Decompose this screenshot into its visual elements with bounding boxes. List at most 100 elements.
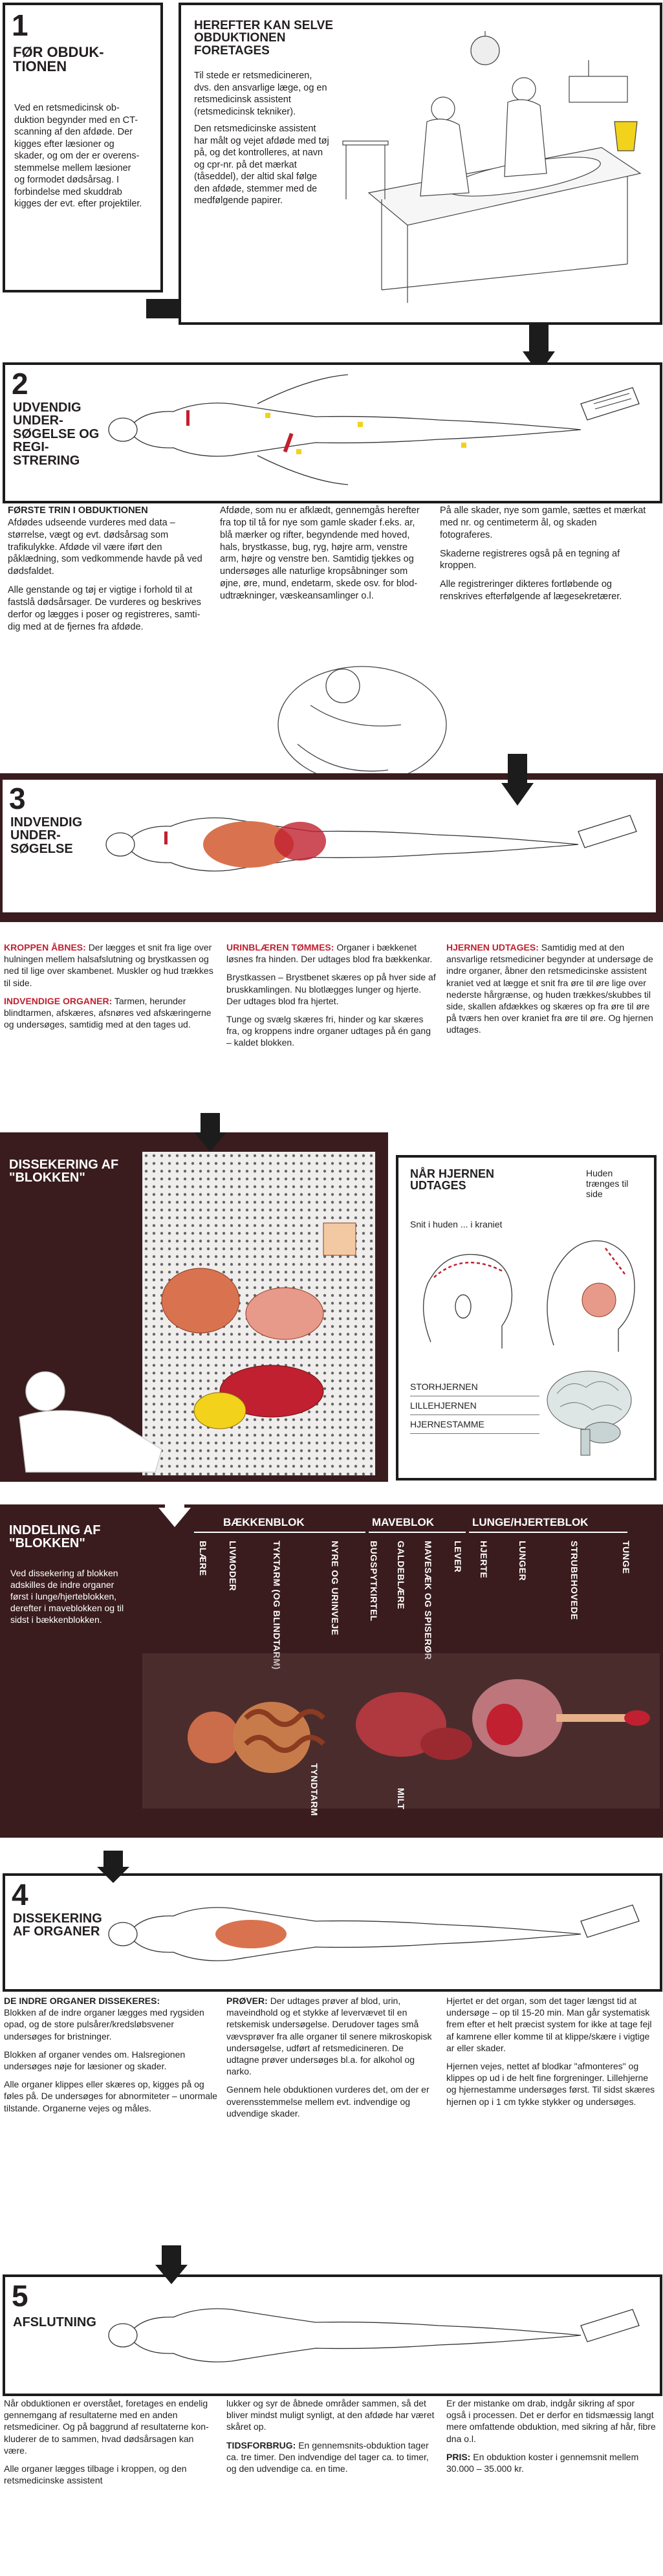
organ-nyre: NYRE OG URINVEJE bbox=[330, 1541, 340, 1636]
brain-labels: STORHJERNEN LILLEHJERNEN HJERNESTAMME bbox=[410, 1378, 539, 1434]
section-3-c1-block1: KROPPEN ÅBNES: Der lægges et snit fra li… bbox=[4, 941, 217, 989]
organ-galdeblaere: GALDEBLÆRE bbox=[396, 1541, 406, 1610]
section-5-c2-lead: TIDSFORBRUG: bbox=[226, 2439, 296, 2450]
section-4-c1-p2: Blokken af organer vendes om. Hals­regio… bbox=[4, 2049, 186, 2071]
section-3-title: INDVENDIG UNDER­SØGELSE bbox=[10, 815, 83, 856]
section-5-col-3: Er der mistanke om drab, indgår sik­ring… bbox=[446, 2397, 657, 2481]
section-2-col-3: På alle skader, nye som gamle, sættes et… bbox=[440, 505, 650, 610]
section-5-c2-p2: En gennemsnits-ob­duktion tager ca. tre … bbox=[226, 2439, 429, 2474]
toe-tag-icon-4 bbox=[580, 2309, 640, 2342]
arrow-down-icon bbox=[523, 322, 555, 374]
organ-tyndtarm: TYNDTARM bbox=[309, 1763, 320, 1816]
toe-tag-icon-2 bbox=[578, 815, 637, 848]
section-3-number: 3 bbox=[9, 782, 26, 815]
section-5-number: 5 bbox=[12, 2279, 28, 2313]
section-5-c2-block2: TIDSFORBRUG: En gennemsnits-ob­duktion t… bbox=[226, 2439, 437, 2475]
organ-bugspytkirtel: BUGSPYTKIRTEL bbox=[369, 1541, 379, 1622]
section-5-c3-block2: PRIS: En obduktion koster i gennem­snit … bbox=[446, 2451, 657, 2474]
arrow-down-icon-5 bbox=[97, 1851, 129, 1883]
brain-label-storhjernen: STORHJERNEN bbox=[410, 1378, 539, 1396]
section-3-col-2: URINBLÆREN TØMMES: Organer i bækkenet lø… bbox=[226, 941, 437, 1055]
section-4-c1-p3: Alle organer klippes eller skæres op, ki… bbox=[4, 2079, 217, 2113]
section-1-box: 1 FØR OBDUK­TIONEN Ved en retsmedicinsk … bbox=[3, 3, 163, 292]
section-4-c3-p1: Hjertet er det organ, som det tager læng… bbox=[446, 1996, 652, 2053]
section-3-col-3: HJERNEN UDTAGES: Samtidig med at den ans… bbox=[446, 941, 657, 1042]
section-3-c2-block1: URINBLÆREN TØMMES: Organer i bækkenet lø… bbox=[226, 941, 437, 965]
section-5-c1-p2: Alle organer lægges tilbage i krop­pen, … bbox=[4, 2463, 187, 2486]
section-5-col-1: Når obduktionen er overstået, foreta­ges… bbox=[4, 2397, 217, 2493]
section-5-c3-p1: Er der mistanke om drab, indgår sik­ring… bbox=[446, 2398, 656, 2444]
body-outline-icon-2 bbox=[108, 1907, 581, 1961]
section-4-c2-p1: Der udtages prøver af blod, urin, mavеin… bbox=[226, 1996, 432, 2077]
organ-blaere: BLÆRE bbox=[198, 1541, 208, 1576]
organ-tyktarm: TYKTARM (OG BLINDTARM) bbox=[272, 1541, 282, 1670]
brain-label-lillehjernen: LILLEHJERNEN bbox=[410, 1396, 539, 1415]
organ-block-illustration bbox=[142, 1653, 660, 1809]
brain-snit-label: Snit i huden ... i kraniet bbox=[410, 1219, 503, 1229]
section-1b-p1: Til stede er retsmedicine­ren, dvs. den … bbox=[194, 71, 327, 117]
section-1-number: 1 bbox=[12, 8, 28, 42]
section-4-c1-p1: Blokken af de indre organer lægges med r… bbox=[4, 2007, 204, 2042]
section-5-box: 5 AFSLUT­NING bbox=[3, 2274, 662, 2396]
section-3-c1-lead1: KROPPEN ÅBNES: bbox=[4, 942, 86, 952]
section-4-c2-p2: Gennem hele obduktionen vurderes det, om… bbox=[226, 2084, 429, 2119]
arrow-down-icon-2 bbox=[501, 754, 534, 806]
section-5-c1-p1: Når obduktionen er overstået, foreta­ges… bbox=[4, 2398, 209, 2456]
section-5-title: AFSLUT­NING bbox=[13, 2315, 96, 2329]
section-2-box: 2 UDVENDIG UNDER­SØGELSE OG REGI­STRERIN… bbox=[3, 362, 662, 503]
section-5-col-2: lukker og syr de åbnede områder sammen, … bbox=[226, 2397, 437, 2481]
section-1-title: FØR OBDUK­TIONEN bbox=[13, 44, 104, 75]
section-2-col3-p2: Skaderne registreres også på en teg­ning… bbox=[440, 548, 620, 571]
section-5-c2-p1: lukker og syr de åbnede områder sammen, … bbox=[226, 2398, 435, 2432]
section-4-c2-block1: PRØVER: Der udtages prøver af blod, urin… bbox=[226, 1995, 437, 2077]
section-3-c2-p1: Organer i bækkenet løsnes fra hinden. De… bbox=[226, 942, 433, 965]
section-4-lead: DE INDRE ORGANER DISSEKERES: bbox=[4, 1996, 160, 2006]
organ-strubehovede: STRUBEHOVEDE bbox=[569, 1541, 580, 1620]
section-3-c1-p1: Der lægges et snit fra lige over hulning… bbox=[4, 942, 213, 988]
head-icon bbox=[422, 1253, 513, 1349]
section-3-c1-p2: Tarmen, her­under blindtarmen, afskæres,… bbox=[4, 995, 212, 1030]
organ-lunger: LUNGER bbox=[517, 1541, 528, 1581]
brain-huden-label: Huden trænges til side bbox=[586, 1168, 629, 1199]
arrow-down-icon-4 bbox=[158, 1488, 191, 1527]
dissect-panel: DISSEKERING AF "BLOKKEN" bbox=[0, 1132, 388, 1482]
section-3-c2-lead1: URINBLÆREN TØMMES: bbox=[226, 942, 334, 952]
section-3-c3-p1: Samtidig med at den ansvarlige retsmedic… bbox=[446, 942, 653, 1035]
group-maveblok: MAVEBLOK bbox=[372, 1516, 435, 1528]
section-4-title: DISSE­KERING AF ORGANER bbox=[13, 1911, 102, 1939]
brain-title: NÅR HJERNEN UDTAGES bbox=[410, 1167, 495, 1193]
section-1b-p2: Den retsmedicinske assi­stent har målt o… bbox=[194, 124, 329, 206]
section-2-col-1: FØRSTE TRIN I OBDUKTIONEN Afdødes udseen… bbox=[8, 505, 208, 639]
body-outline-icon bbox=[108, 374, 581, 485]
section-1b-title: HEREFTER KAN SELVE OBDUKTIO­NEN FORETAGE… bbox=[194, 19, 334, 58]
section-1b-text: Til stede er retsmedicine­ren, dvs. den … bbox=[194, 70, 330, 212]
section-3-c2-p3: Tunge og svælg skæres fri, hinder og kar… bbox=[226, 1013, 431, 1048]
section-2-lead: FØRSTE TRIN I OBDUKTIONEN bbox=[8, 505, 148, 516]
arrow-down-icon-3 bbox=[194, 1113, 226, 1152]
organ-mavesaek: MAVESÆK OG SPISERØR bbox=[423, 1541, 433, 1660]
group-line-mb bbox=[369, 1532, 466, 1533]
autopsy-room-illustration bbox=[342, 31, 642, 303]
section-3-col-1: KROPPEN ÅBNES: Der lægges et snit fra li… bbox=[4, 941, 217, 1037]
section-3-box: 3 INDVENDIG UNDER­SØGELSE bbox=[3, 780, 656, 912]
group-line-lh bbox=[469, 1532, 627, 1533]
brain-icon bbox=[547, 1371, 632, 1456]
section-2-col-2: Afdøde, som nu er afklædt, gennem­gås he… bbox=[220, 505, 427, 609]
section-4-c2-lead: PRØVER: bbox=[226, 1996, 268, 2006]
toe-tag-icon bbox=[580, 387, 640, 421]
inddeling-title: INDDELING AF "BLOKKEN" bbox=[9, 1523, 101, 1551]
group-line-bk bbox=[194, 1532, 365, 1533]
group-lunge-hjerteblok: LUNGE/HJERTEBLOK bbox=[472, 1516, 589, 1528]
section-2-col2-p1: Afdøde, som nu er afklædt, gennem­gås he… bbox=[220, 505, 420, 601]
section-1-text: Ved en retsmedicinsk ob­duktion begynder… bbox=[14, 103, 142, 210]
section-2-col1-p2: Alle genstande og tøj er vigtige i for­h… bbox=[8, 585, 201, 632]
section-3-c3-lead1: HJERNEN UDTAGES: bbox=[446, 942, 539, 952]
section-3-c1-block2: INDVENDIGE ORGANER: Tarmen, her­under bl… bbox=[4, 995, 217, 1031]
section-1b-box: HEREFTER KAN SELVE OBDUKTIO­NEN FORETAGE… bbox=[179, 3, 662, 325]
examiner-illustration bbox=[277, 666, 447, 784]
section-5-c3-lead: PRIS: bbox=[446, 2451, 471, 2462]
dissection-board-illustration bbox=[142, 1152, 375, 1475]
section-2-col3-p1: På alle skader, nye som gamle, sættes et… bbox=[440, 505, 646, 540]
section-4-col-1: DE INDRE ORGANER DISSEKERES: Blokken af … bbox=[4, 1995, 217, 2120]
toe-tag-icon-3 bbox=[580, 1904, 640, 1938]
